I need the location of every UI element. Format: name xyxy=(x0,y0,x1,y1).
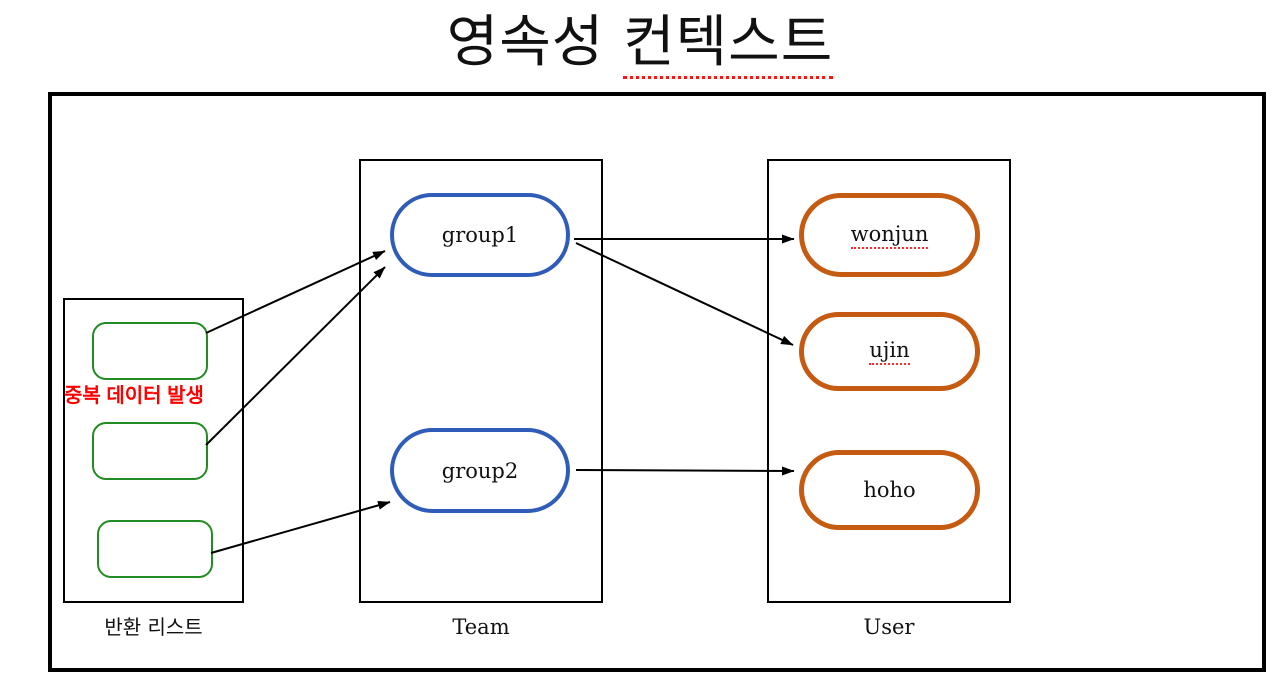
return-list-item-3 xyxy=(97,520,213,578)
user-node-hoho-label: hoho xyxy=(863,478,916,502)
title-plain-part: 영속성 xyxy=(446,10,624,75)
slide-title: 영속성 컨텍스트 xyxy=(0,0,1280,86)
return-list-item-2 xyxy=(92,422,208,480)
team-node-group1-label: group1 xyxy=(441,223,519,247)
return-list-item-1 xyxy=(92,322,208,380)
team-node-group2: group2 xyxy=(390,428,570,513)
user-node-ujin-label: ujin xyxy=(869,338,910,365)
team-node-group2-label: group2 xyxy=(441,458,519,483)
title-underlined-part: 컨텍스트 xyxy=(623,10,834,79)
user-node-wonjun: wonjun xyxy=(799,193,980,277)
user-node-hoho: hoho xyxy=(799,450,980,530)
duplicate-data-warning-label: 중복 데이터 발생 xyxy=(64,385,204,407)
user-node-ujin: ujin xyxy=(799,312,980,391)
diagram-frame xyxy=(48,92,1266,672)
user-node-wonjun-label: wonjun xyxy=(850,222,929,249)
return-list-label: 반환 리스트 xyxy=(104,615,203,639)
team-label: Team xyxy=(452,615,510,639)
user-label: User xyxy=(863,615,915,639)
team-node-group1: group1 xyxy=(390,193,570,277)
